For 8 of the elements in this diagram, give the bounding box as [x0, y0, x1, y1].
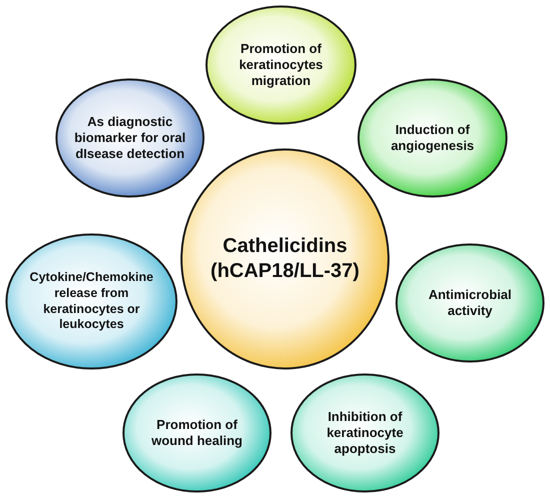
bubble-label: Antimicrobial activity: [427, 286, 513, 320]
bubble-label: Induction of angiogenesis: [390, 122, 476, 154]
bubble-label: Promotion of wound healing: [150, 416, 244, 450]
bubble-label: As diagnostic biomarker for oral dIsease detection: [73, 114, 187, 162]
center-title: Cathelicidins (hCAP18/LL-37): [210, 234, 360, 284]
bubble-label: Promotion of keratinocytes migration: [238, 40, 324, 90]
bubble-label: Cytokine/Chemokine release from keratinocytes or leukocytes: [28, 270, 154, 333]
bubble-label: Inhibition of keratinocyte apoptosis: [326, 408, 404, 458]
